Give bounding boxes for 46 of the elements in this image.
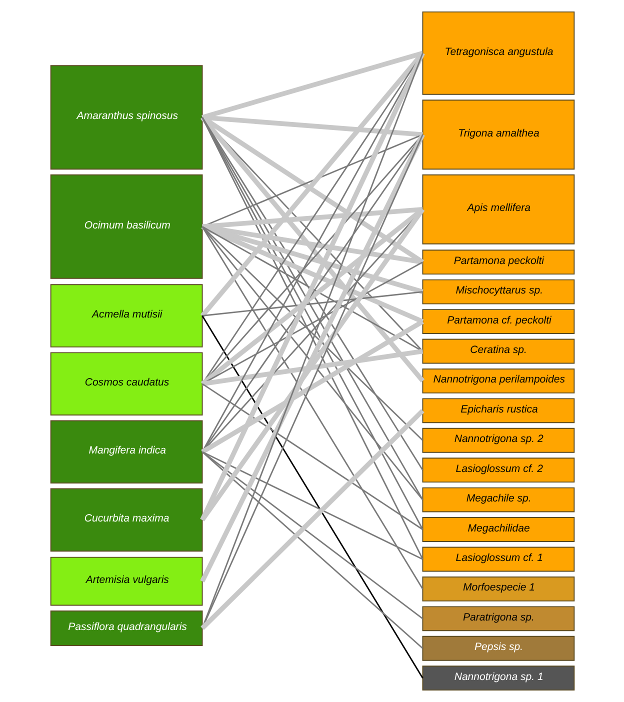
node-box: Partamona peckolti <box>422 250 574 275</box>
node-box: Mangifera indica <box>50 420 202 484</box>
node-box: Mischocyttarus sp. <box>422 279 574 304</box>
node-box: Lasioglossum cf. 1 <box>422 546 574 572</box>
connector <box>201 348 423 386</box>
connector <box>200 408 424 630</box>
connector <box>200 208 424 386</box>
node-box: Megachile sp. <box>422 487 574 512</box>
connector <box>202 114 422 137</box>
connector <box>201 261 423 384</box>
node-box: Cosmos caudatus <box>50 352 202 416</box>
connector <box>201 383 423 530</box>
connector <box>202 207 422 230</box>
node-box: Partamona cf. peckolti <box>422 309 574 334</box>
node-box: Morfoespecie 1 <box>422 576 574 602</box>
connector <box>200 115 424 264</box>
connector <box>201 451 423 560</box>
node-box: Trigona amalthea <box>422 100 574 170</box>
node-box: Paratrigona sp. <box>422 606 574 632</box>
node-box: Acmella mutisii <box>50 284 202 348</box>
node-box: Lasioglossum cf. 2 <box>422 458 574 483</box>
connector <box>201 315 423 678</box>
node-box: Pepsis sp. <box>422 636 574 661</box>
connector <box>200 319 424 454</box>
node-box: Ocimum basilicum <box>50 174 202 279</box>
connector <box>201 50 423 120</box>
node-box: Nannotrigona sp. 1 <box>422 666 574 691</box>
connector <box>200 52 424 318</box>
connector <box>201 226 423 352</box>
node-box: Amaranthus spinosus <box>50 65 202 170</box>
node-box: Ceratina sp. <box>422 338 574 364</box>
connector <box>200 224 424 324</box>
node-box: Megachilidae <box>422 517 574 542</box>
connector <box>200 52 424 521</box>
node-box: Nannotrigona sp. 2 <box>422 428 574 453</box>
node-box: Tetragonisca angustula <box>422 11 574 95</box>
node-box: Nannotrigona perilampoides <box>422 368 574 394</box>
node-box: Epicharis rustica <box>422 398 574 424</box>
connector <box>201 224 423 294</box>
node-box: Cucurbita maxima <box>50 488 202 552</box>
connector <box>201 224 423 264</box>
node-box: Artemisia vulgaris <box>50 556 202 606</box>
connector <box>202 291 422 316</box>
connector <box>201 226 423 590</box>
node-box: Passiflora quadrangularis <box>50 610 202 646</box>
node-box: Apis mellifera <box>422 174 574 244</box>
